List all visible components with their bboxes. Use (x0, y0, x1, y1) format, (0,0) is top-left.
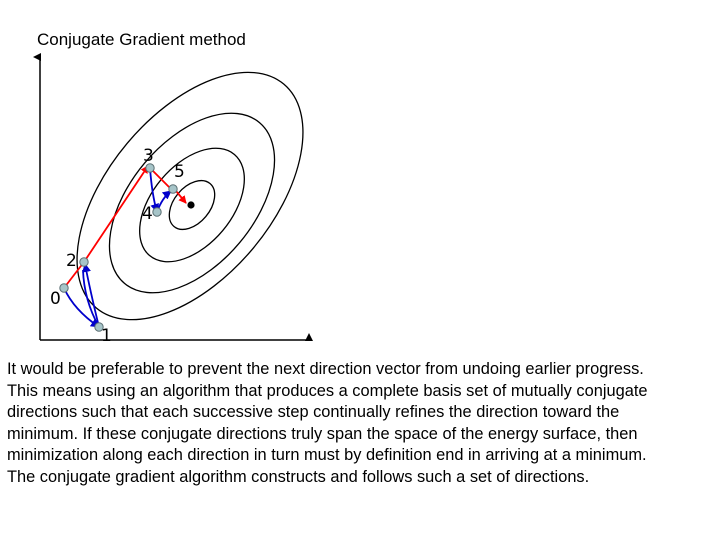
point-3 (145, 163, 155, 173)
label-point-5: 5 (174, 162, 185, 182)
caption-line: minimum. If these conjugate directions t… (7, 424, 638, 443)
caption-line: The conjugate gradient algorithm constru… (7, 467, 590, 486)
caption-line: It would be preferable to prevent the ne… (7, 360, 644, 378)
label-point-0: 0 (50, 289, 61, 309)
caption-line: This means using an algorithm that produ… (7, 381, 648, 400)
axes (33, 53, 313, 341)
step-5-to-min (175, 190, 187, 204)
blue-steps (63, 167, 172, 328)
point-5 (168, 184, 178, 194)
step-2-to-3 (83, 165, 149, 263)
diagram-title: Conjugate Gradient method (37, 30, 246, 49)
caption-line: directions such that each successive ste… (7, 403, 620, 422)
caption-line: minimization along each direction in tur… (7, 446, 647, 465)
step-1-to-2 (82, 263, 100, 328)
contour-4 (76, 71, 304, 321)
label-point-3: 3 (143, 146, 154, 166)
step-0-to-2 (63, 261, 85, 289)
iterate-points (59, 163, 178, 332)
label-point-1: 1 (101, 326, 112, 346)
point-2 (79, 257, 89, 267)
caption-paragraph: It would be preferable to prevent the ne… (7, 359, 719, 489)
label-point-2: 2 (66, 251, 77, 271)
point-4 (152, 207, 162, 217)
label-point-4: 4 (142, 204, 153, 224)
step-1-to-2-inner (82, 269, 100, 328)
point-1 (94, 322, 104, 332)
point-0 (59, 283, 69, 293)
minimum-point (187, 201, 195, 209)
point-labels: 0 1 2 3 4 5 (50, 146, 185, 346)
contour-3 (108, 112, 276, 294)
